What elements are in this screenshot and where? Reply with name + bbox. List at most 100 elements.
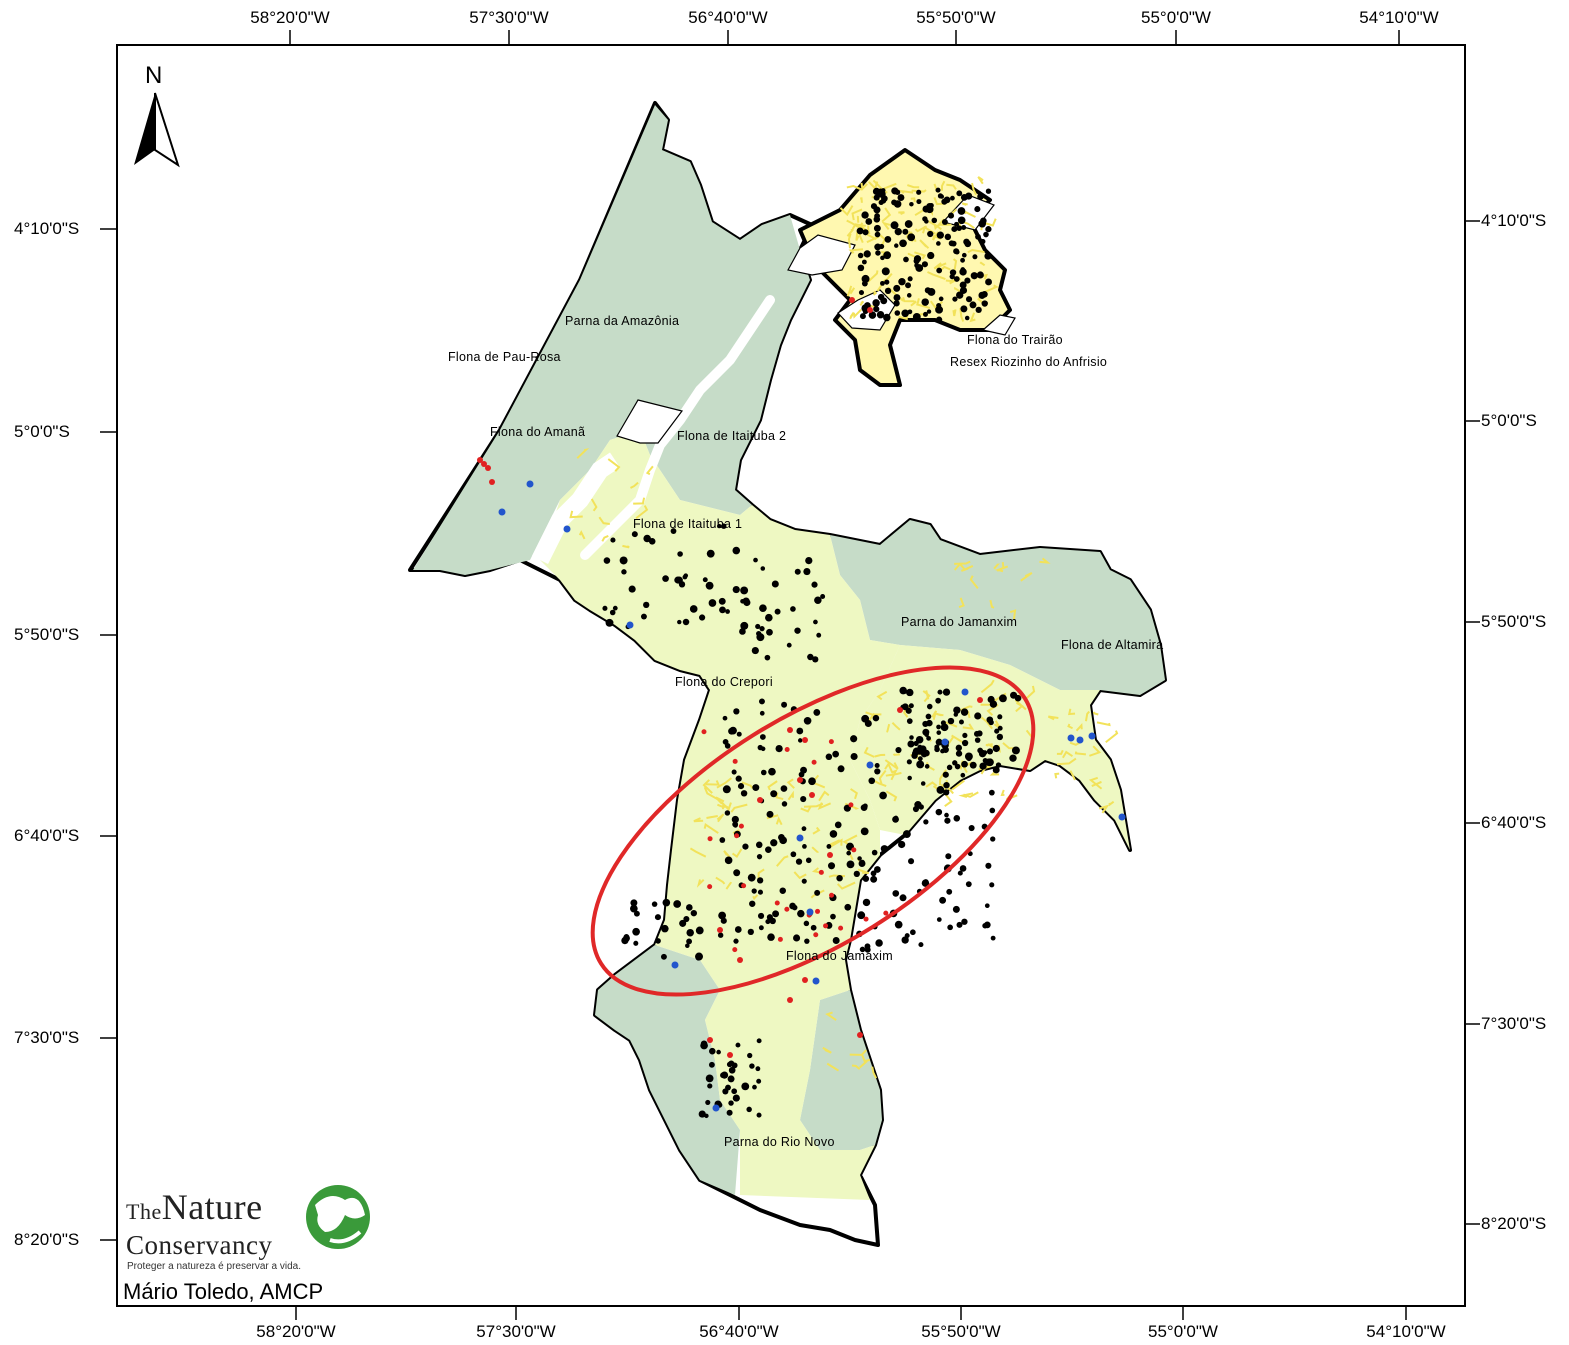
black-point [813, 619, 818, 625]
black-point [870, 870, 877, 877]
mining-parcel [1054, 772, 1060, 779]
mining-parcel [1009, 609, 1017, 620]
black-point [986, 716, 994, 724]
black-point [996, 733, 1004, 741]
mining-parcel [851, 208, 863, 221]
black-point [874, 231, 881, 238]
black-point [756, 877, 764, 884]
black-point [832, 750, 840, 758]
mining-parcel [932, 231, 940, 241]
mining-parcel [958, 597, 965, 608]
mining-parcel [693, 817, 704, 823]
right-lat-tick: 8°20'0"S [1481, 1214, 1547, 1233]
red-point [477, 457, 483, 463]
black-point [826, 844, 832, 849]
black-point [880, 280, 885, 286]
black-point [718, 911, 727, 920]
globe-logo-icon [306, 1185, 370, 1249]
black-point [940, 720, 946, 726]
mining-parcel [959, 307, 965, 322]
logo-tagline: Proteger a natureza é preservar a vida. [127, 1261, 301, 1272]
black-point [952, 760, 958, 766]
black-point [844, 903, 852, 911]
black-point [895, 746, 902, 754]
black-point [794, 568, 801, 575]
black-point [722, 715, 728, 721]
black-point [674, 576, 682, 584]
black-point [999, 694, 1007, 703]
black-point [951, 226, 958, 233]
black-point [862, 308, 869, 315]
black-point [990, 836, 996, 842]
black-point [874, 213, 881, 219]
black-point [964, 315, 970, 321]
black-point [705, 1074, 714, 1083]
mining-parcel [1047, 715, 1059, 721]
black-point [994, 728, 1000, 734]
black-point [956, 921, 963, 928]
black-point [850, 735, 858, 743]
place-label: Parna do Rio Novo [724, 1135, 835, 1149]
black-point [902, 830, 911, 839]
black-point [957, 870, 963, 876]
black-point [732, 546, 741, 555]
black-point [984, 903, 990, 909]
mining-parcel [1056, 757, 1077, 766]
black-point [897, 194, 905, 202]
black-point [883, 313, 891, 322]
place-label: Flona do Amanã [490, 425, 586, 439]
black-point [985, 226, 992, 233]
map-frame [116, 44, 1466, 1307]
black-point [749, 1063, 755, 1069]
mining-parcel [598, 516, 610, 525]
black-point [746, 1106, 752, 1113]
mining-parcel [1108, 800, 1115, 807]
black-point [906, 293, 912, 298]
black-point [830, 913, 836, 920]
mining-parcel [633, 497, 646, 505]
black-point [873, 866, 881, 873]
black-point [992, 766, 1000, 774]
mining-parcel [847, 233, 852, 249]
bottom-lon-tick: 55°50'0"W [921, 1322, 1001, 1341]
black-point [677, 551, 683, 557]
mining-parcel [911, 189, 927, 193]
black-point [952, 296, 958, 302]
black-point [969, 301, 977, 309]
mining-parcel [811, 846, 820, 854]
black-point [728, 1066, 736, 1074]
black-point [689, 605, 698, 613]
black-point [682, 574, 688, 580]
mining-parcel [846, 285, 853, 297]
black-point [719, 837, 726, 843]
black-point [910, 929, 916, 936]
mining-parcel [630, 481, 639, 489]
occurrence-points [477, 187, 1126, 1119]
black-point [765, 613, 773, 622]
mining-parcel [731, 848, 743, 858]
black-point [909, 201, 914, 207]
black-point [720, 1071, 729, 1079]
mining-parcel [962, 723, 975, 730]
black-point [859, 946, 866, 953]
black-point [865, 218, 873, 225]
black-point [936, 231, 944, 239]
red-point [481, 461, 487, 467]
mining-parcel [706, 815, 718, 819]
black-point [916, 760, 925, 769]
black-point [735, 775, 742, 782]
mining-parcel [910, 197, 916, 203]
black-point [985, 278, 992, 286]
mining-parcel [1084, 710, 1090, 722]
black-point [753, 557, 758, 563]
black-point [927, 251, 935, 260]
black-point [953, 276, 960, 282]
black-point [727, 1075, 735, 1083]
black-point [643, 601, 650, 609]
mining-parcel [891, 721, 901, 731]
black-point [953, 814, 961, 822]
black-point [861, 280, 868, 287]
black-point [862, 898, 871, 907]
black-point [985, 188, 992, 194]
black-point [781, 701, 788, 708]
